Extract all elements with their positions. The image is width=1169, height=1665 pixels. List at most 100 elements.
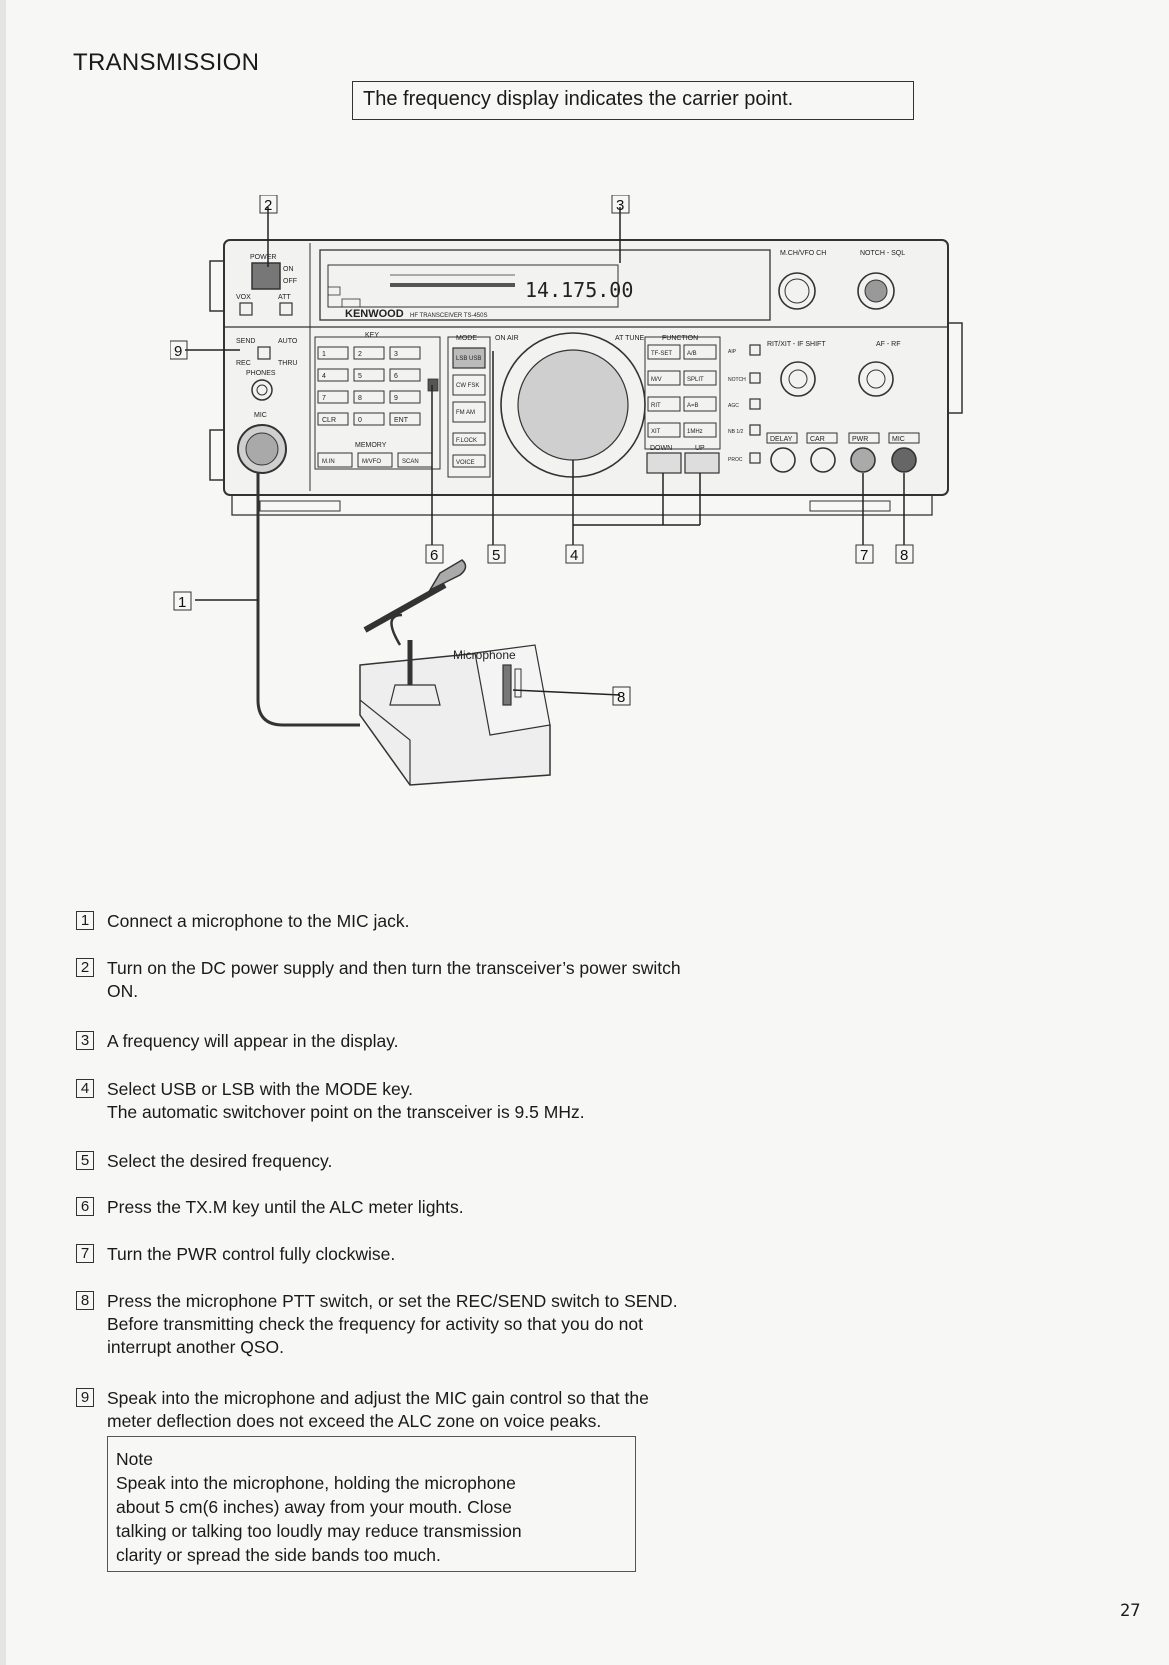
function-key-label: A/B: [687, 351, 697, 357]
callout-number: 5: [492, 547, 500, 564]
step-line: Press the TX.M key until the ALC meter l…: [107, 1197, 464, 1217]
mic-label: MIC: [254, 412, 267, 419]
brand-logo: KENWOOD: [345, 308, 404, 320]
rit-xit-label: RIT/XIT - IF SHIFT: [767, 341, 826, 348]
function-key: [683, 396, 717, 412]
keypad-key-label: 2: [358, 351, 362, 358]
step-text: Turn the PWR control fully clockwise.: [107, 1243, 806, 1266]
step-line: meter deflection does not exceed the ALC…: [107, 1411, 602, 1431]
keypad-key-label: 7: [322, 395, 326, 402]
function-key: [683, 422, 717, 438]
step-line: Select USB or LSB with the MODE key.: [107, 1079, 414, 1099]
step-line: Turn the PWR control fully clockwise.: [107, 1244, 396, 1264]
keypad-key: [353, 390, 385, 404]
page-number: 27: [1120, 1601, 1141, 1621]
transceiver-body: [209, 239, 963, 516]
keypad-key-label: 5: [358, 373, 362, 380]
rec-label: REC: [236, 360, 251, 367]
callout-box: [173, 591, 192, 611]
knob-label-box: [848, 432, 880, 444]
note-line: Speak into the microphone, holding the m…: [116, 1473, 516, 1493]
left-key-label: AGC: [728, 403, 739, 409]
step-line: ON.: [107, 981, 139, 1001]
step-line: Turn on the DC power supply and then tur…: [107, 958, 681, 978]
microphone-illustration: [256, 473, 551, 786]
callout-number: 7: [860, 547, 868, 564]
keypad-key: [353, 368, 385, 382]
function-key-label: 1MHz: [687, 429, 703, 435]
callout-number: 8: [900, 547, 908, 564]
memory-key: [357, 452, 393, 468]
callout-box: [612, 686, 631, 706]
keypad-key-label: 1: [322, 351, 326, 358]
step-line: Speak into the microphone and adjust the…: [107, 1388, 649, 1408]
knob-label-box: [888, 432, 920, 444]
step-item: 9 Speak into the microphone and adjust th…: [76, 1387, 806, 1433]
step-item: 8 Press the microphone PTT switch, or set…: [76, 1290, 806, 1359]
left-key-label: NB 1/2: [728, 429, 744, 435]
callout-number: 2: [264, 197, 272, 214]
mode-key-label: CW FSK: [456, 383, 479, 389]
vox-label: VOX: [236, 294, 251, 301]
step-line: Select the desired frequency.: [107, 1151, 333, 1171]
keypad-key-label: 4: [322, 373, 326, 380]
phones-label: PHONES: [246, 370, 276, 377]
memory-key-label: SCAN: [402, 459, 419, 465]
function-key-label: XIT: [651, 429, 661, 435]
note-title: Note: [116, 1449, 153, 1469]
mode-label: MODE: [456, 335, 477, 342]
callout-number: 1: [178, 594, 186, 611]
callout-box: [170, 340, 188, 360]
function-key-label: SPLIT: [687, 377, 704, 383]
af-rf-label: AF - RF: [876, 341, 901, 348]
step-text: Press the microphone PTT switch, or set …: [107, 1290, 806, 1359]
step-line: interrupt another QSO.: [107, 1337, 285, 1357]
callout-box: [259, 195, 278, 214]
keypad-key-label: 8: [358, 395, 362, 402]
knob-label: PWR: [852, 436, 868, 443]
memory-key-label: M/VFO: [362, 459, 381, 465]
mode-key-label: LSB USB: [456, 356, 481, 362]
function-key-label: RIT: [651, 403, 661, 409]
step-number: 7: [76, 1244, 94, 1263]
step-item: 7 Turn the PWR control fully clockwise.: [76, 1243, 806, 1266]
note-line: talking or talking too loudly may reduce…: [116, 1521, 522, 1541]
mch-vfo-label: M.CH/VFO CH: [780, 250, 826, 257]
memory-label: MEMORY: [355, 442, 387, 449]
step-number: 9: [76, 1388, 94, 1407]
step-line: Press the microphone PTT switch, or set …: [107, 1291, 678, 1311]
up-label: UP: [695, 445, 705, 452]
model-label: HF TRANSCEIVER TS-450S: [410, 313, 487, 319]
left-key-label: PROC: [728, 457, 743, 463]
transceiver-diagram: POWER ON OFF VOX ATT SEND AUTO REC THRU …: [170, 195, 963, 786]
callout-number: 3: [616, 197, 624, 214]
notch-sql-label: NOTCH - SQL: [860, 250, 905, 257]
function-key: [647, 344, 681, 360]
panel-labels: POWER ON OFF VOX ATT SEND AUTO REC THRU …: [236, 250, 905, 452]
knob-label: CAR: [810, 436, 825, 443]
function-key: [647, 370, 681, 386]
keypad-key: [317, 346, 349, 360]
step-number: 5: [76, 1151, 94, 1170]
on-label: ON: [283, 266, 294, 273]
step-line: The automatic switchover point on the tr…: [107, 1102, 585, 1122]
step-number: 8: [76, 1291, 94, 1310]
on-air-label: ON AIR: [495, 335, 519, 342]
note-body: Speak into the microphone, holding the m…: [116, 1471, 635, 1567]
knob-label: DELAY: [770, 436, 793, 443]
callout-number: 4: [570, 547, 578, 564]
mode-key-label: VOICE: [456, 460, 475, 466]
mode-key-label: F.LOCK: [456, 438, 477, 444]
keypad-key-label: CLR: [322, 417, 336, 424]
keypad-key: [317, 412, 349, 426]
step-line: A frequency will appear in the display.: [107, 1031, 399, 1051]
callout-box: [425, 544, 444, 564]
function-key: [683, 370, 717, 386]
